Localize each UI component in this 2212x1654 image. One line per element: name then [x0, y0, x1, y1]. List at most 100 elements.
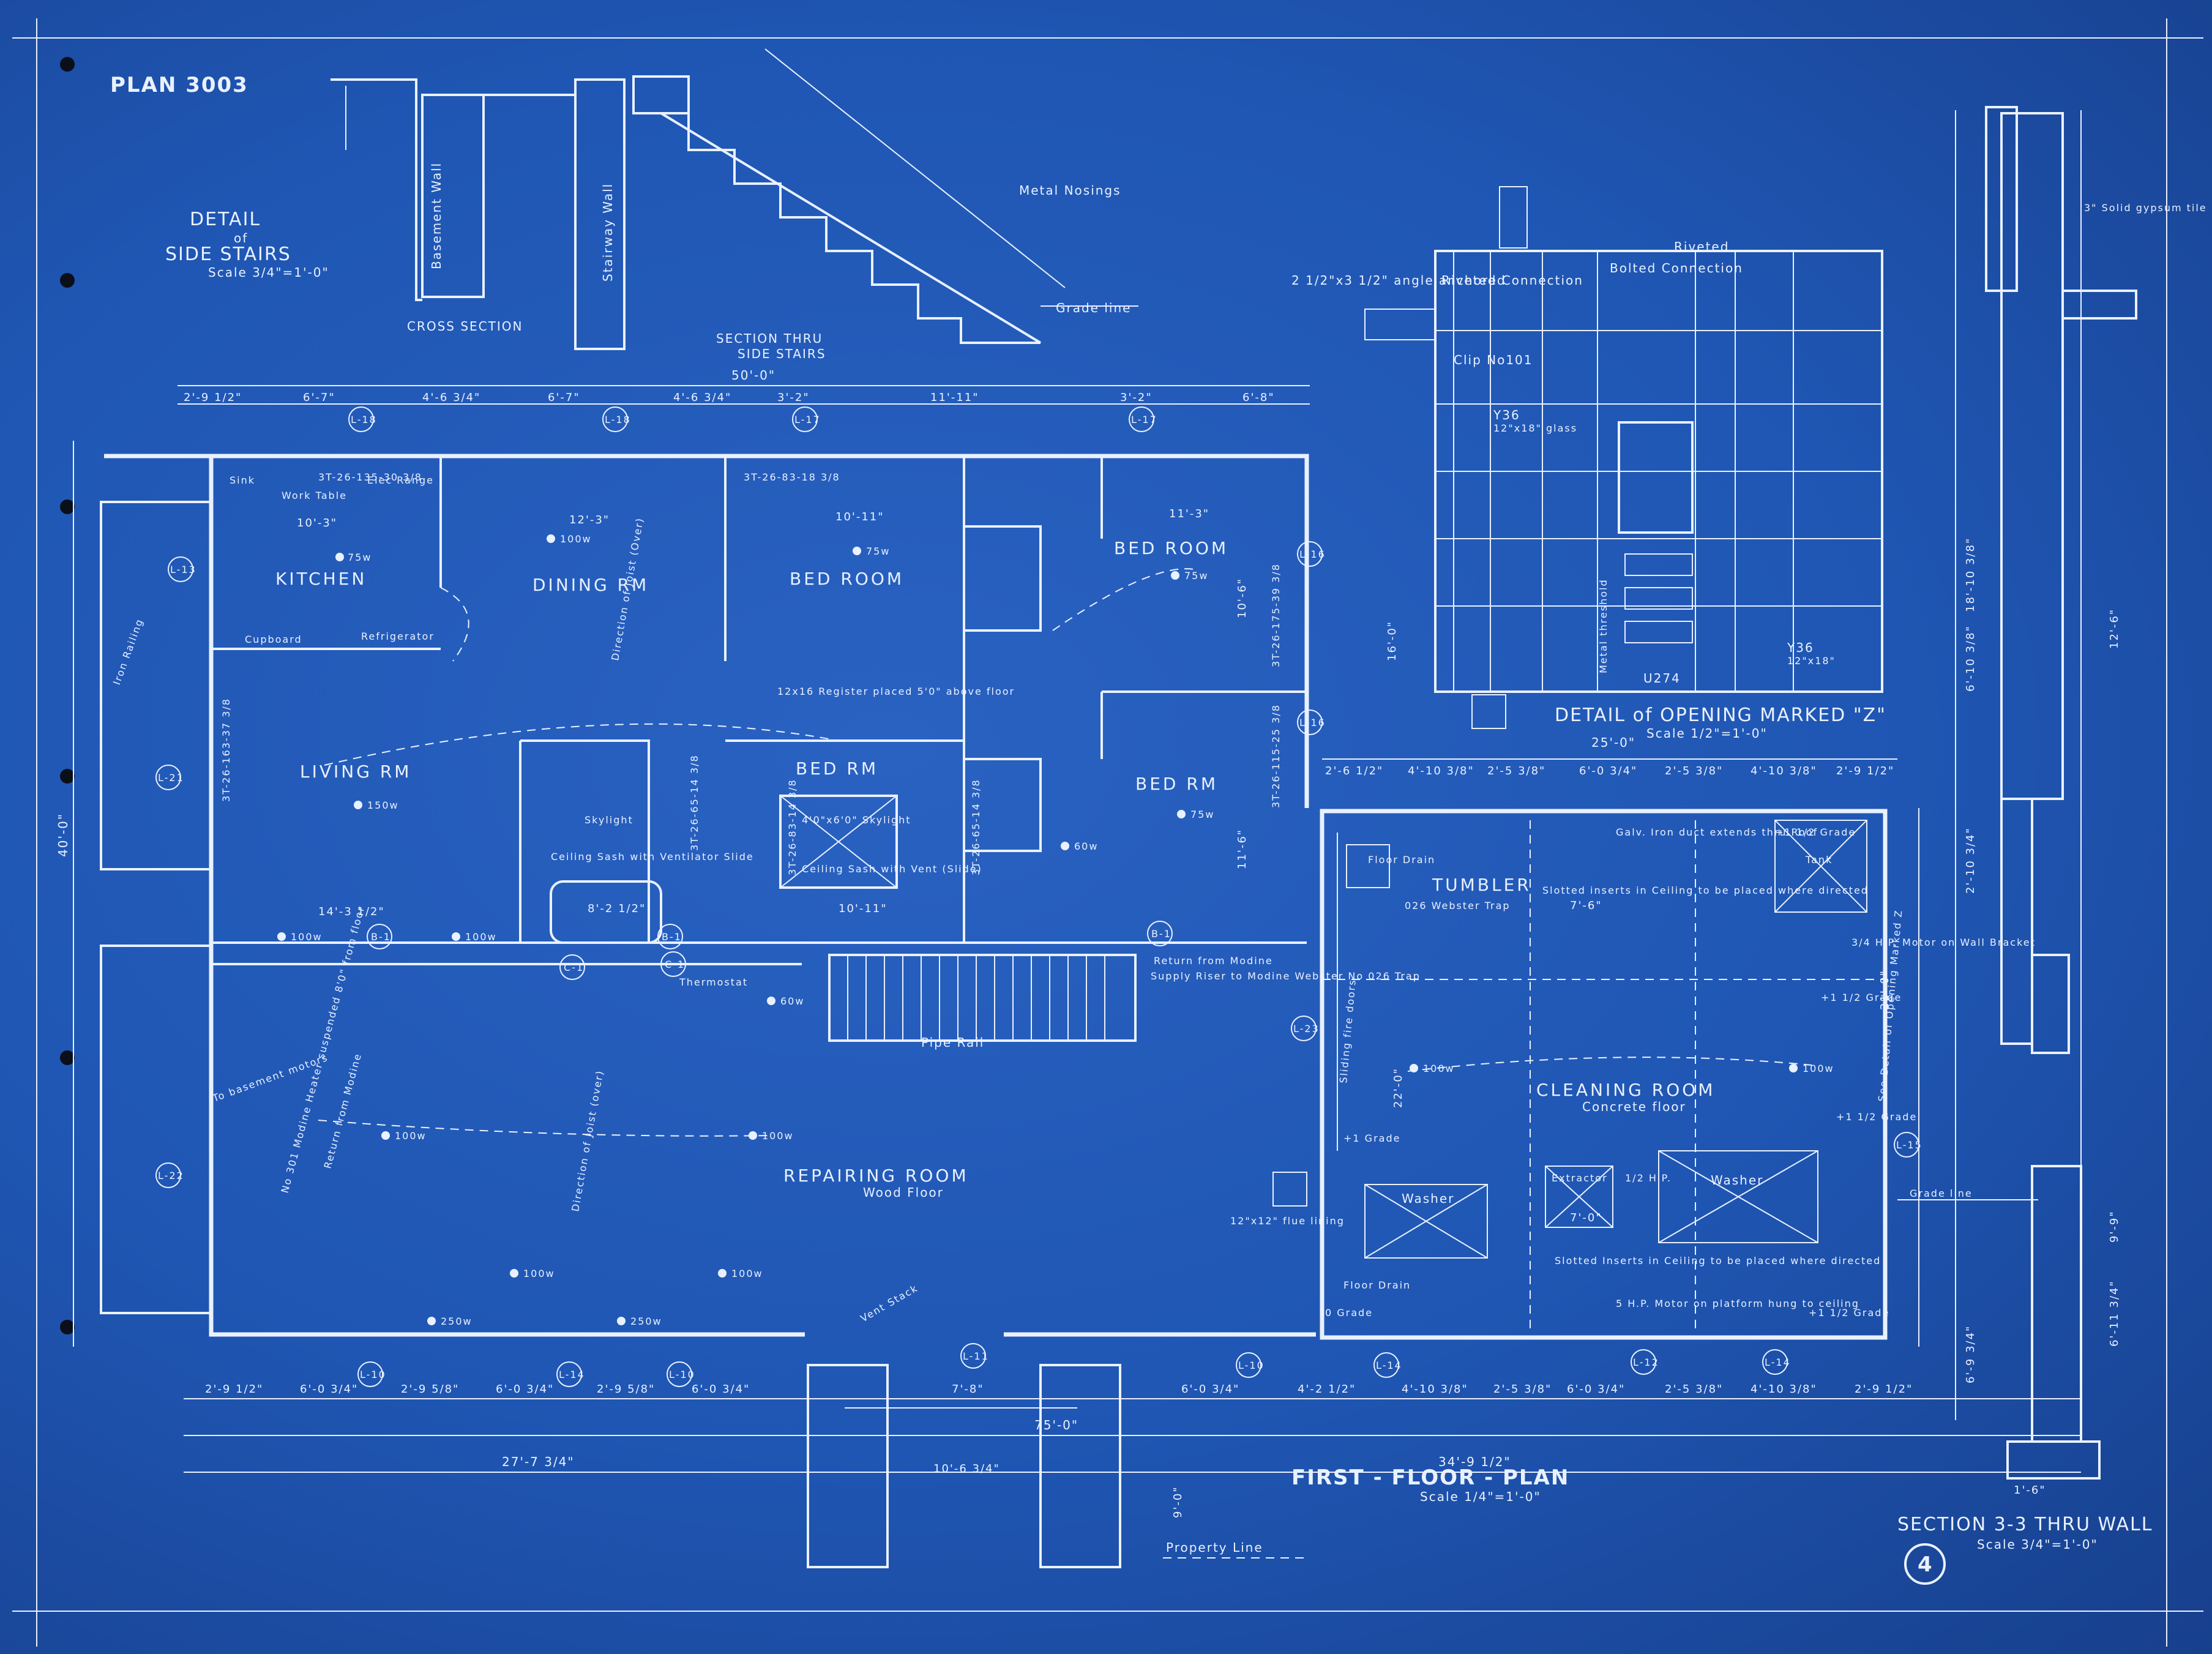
fixture-porch-1: 250w [441, 1315, 473, 1327]
room-dining: DINING RM [532, 575, 649, 595]
dim-section: 6'-11 3/4" [2108, 1280, 2121, 1347]
window-label: 3T-26-83-18 3/8 [744, 471, 840, 483]
washer-2-note: Washer [1711, 1173, 1763, 1188]
electrical-runs [318, 568, 1812, 1137]
mark-left: L-22 [158, 1170, 184, 1181]
floor-drain-1-note: Floor Drain [1368, 854, 1435, 866]
fixture-dining: 100w [560, 533, 592, 545]
grade-e-note: +1 Grade [1343, 1132, 1400, 1144]
window-label: 3T-26-65-14 3/8 [970, 779, 982, 875]
fixture-porch-2: 250w [630, 1315, 662, 1327]
extractor-hp-note: 1/2 H.P. [1625, 1172, 1672, 1184]
top-dimensions: 2'-9 1/2" 6'-7" 4'-6 3/4" 6'-7" 4'-6 3/4… [184, 391, 1275, 404]
ceiling-sash-small-note: Ceiling Sash with Ventilator Slide [551, 851, 754, 863]
mark-top: L-17 [1131, 414, 1157, 425]
mark-beam: C-1 [665, 959, 685, 970]
grade-line-b-label: Grade line [1910, 1188, 1973, 1199]
dim-top: 6'-8" [1242, 391, 1275, 404]
room-bed-3: BED RM [796, 758, 878, 779]
motor-bracket-note: 3/4 H.P. Motor on Wall Bracket [1851, 937, 2036, 948]
dim-section: 12'-6" [2108, 608, 2121, 649]
dim-cleaning: 2'-9 1/2" [1836, 765, 1894, 777]
return-modine-note: Return from Modine [322, 1052, 364, 1170]
flue-lining-note: 12"x12" flue lining [1230, 1215, 1345, 1227]
dim-bottom: 2'-9 5/8" [401, 1383, 459, 1396]
glass-label-b: 12"x18" [1787, 655, 1836, 667]
mark-beam: C-1 [564, 962, 584, 973]
mark-bottom: L-14 [1765, 1357, 1791, 1368]
dim-bottom: 4'-10 3/8" [1751, 1383, 1817, 1396]
mark-right: L-16 [1299, 548, 1326, 560]
tank-note: Tank [1805, 854, 1833, 866]
window-label: 3T-26-83-14 3/8 [787, 779, 798, 875]
riveted-label: Riveted [1674, 239, 1729, 254]
floor-plan-walls [100, 454, 1888, 1568]
grade-a-note: +1 1/2 Grade [1775, 826, 1856, 838]
angle-anchored-label: 2 1/2"x3 1/2" angle anchored [1291, 273, 1506, 288]
room-bed-2: BED ROOM [1114, 538, 1228, 558]
overall-width-dim: 50'-0" [731, 368, 775, 383]
dim-section: 1'-6" [2014, 1484, 2046, 1497]
dim-interior: 12'-3" [569, 514, 610, 526]
side-stairs-scale: Scale 3/4"=1'-0" [208, 265, 329, 280]
dim-bottom: 6'-0 3/4" [1567, 1383, 1625, 1396]
sheet-number-circle [1904, 1543, 1946, 1585]
dim-interior: 9'-0" [1171, 1486, 1184, 1518]
dim-bottom: 2'-5 3/8" [1493, 1383, 1552, 1396]
grade-d-note: +1 1/2 Grade [1809, 1307, 1889, 1319]
mark-left: L-13 [170, 564, 196, 575]
room-living: LIVING RM [300, 762, 411, 782]
mark-top: L-18 [351, 414, 377, 425]
supply-riser-note: Supply Riser to Modine Webster No 026 Tr… [1151, 970, 1421, 982]
fixture-clean-1: 100w [1423, 1063, 1455, 1074]
modine-heater-note: No 301 Modine Heater suspended 8'0" from… [279, 904, 367, 1194]
ceiling-sash-note: Ceiling Sash with Vent (Slide) [802, 863, 982, 875]
floor-drain-2-note: Floor Drain [1343, 1279, 1411, 1291]
u274-label: U274 [1643, 671, 1681, 686]
grade-c-note: +1 1/2 Grade [1836, 1111, 1917, 1123]
metal-threshold-label: Metal threshold [1597, 578, 1609, 673]
dim-interior: 10'-11" [839, 902, 887, 915]
slotted-bottom-note: Slotted Inserts in Ceiling to be placed … [1555, 1255, 1881, 1267]
floor-plan-title: FIRST - FLOOR - PLAN [1291, 1465, 1569, 1490]
section-thru-label: SECTION THRU [716, 331, 823, 346]
mark-beam: B-1 [1151, 928, 1171, 940]
mark-bottom: L-12 [1633, 1357, 1659, 1368]
dim-section: 9'-9" [2108, 1210, 2121, 1243]
sink-note: Sink [230, 474, 255, 486]
dim-section: 6'-9 3/4" [1964, 1325, 1977, 1383]
dim-top: 4'-6 3/4" [422, 391, 480, 404]
dim-bottom: 2'-9 5/8" [597, 1383, 655, 1396]
dim-interior: 8'-2 1/2" [588, 902, 646, 915]
y36-label-a: Y36 [1493, 408, 1520, 422]
sliding-doors-note: Sliding fire doors [1337, 978, 1358, 1083]
dim-interior: 10'-3" [297, 517, 337, 530]
dim-cleaning: 4'-10 3/8" [1408, 765, 1474, 777]
plan-notes: Sink Work Table Elec Range Cupboard Refr… [111, 474, 2036, 1324]
dim-top: 2'-9 1/2" [184, 391, 242, 404]
refrigerator-note: Refrigerator [361, 631, 435, 642]
fixture-repair-2: 100w [762, 1130, 794, 1142]
dim-bottom: 6'-0 3/4" [692, 1383, 750, 1396]
wall-section-title: SECTION 3-3 THRU WALL [1897, 1514, 2153, 1535]
light-fixtures: 75w 100w 75w 75w 150w 75w 60w 100w 100w … [277, 533, 1833, 1327]
dim-75: 75'-0" [1034, 1418, 1078, 1432]
fixture-hall-1: 100w [291, 931, 323, 943]
fixture-living: 150w [367, 799, 399, 811]
side-stairs-detail: DETAIL of SIDE STAIRS Scale 3/4"=1'-0" B… [165, 48, 1138, 361]
metal-nosings-label: Metal Nosings [1019, 183, 1121, 198]
dim-interior: 7'-6" [1570, 899, 1602, 912]
mark-beam: B-1 [662, 931, 682, 943]
room-repairing: REPAIRING ROOM [783, 1166, 969, 1186]
fixture-stair: 60w [780, 995, 804, 1007]
dim-bottom: 6'-0 3/4" [1181, 1383, 1239, 1396]
room-tumbler: TUMBLER [1432, 875, 1531, 895]
opening-z-title: DETAIL of OPENING MARKED "Z" [1555, 705, 1886, 726]
bottom-dimensions: 2'-9 1/2" 6'-0 3/4" 2'-9 5/8" 6'-0 3/4" … [205, 1383, 1911, 1469]
dim-bottom: 7'-8" [952, 1383, 984, 1396]
cupboard-note: Cupboard [245, 634, 302, 645]
window-label: 3T-26-135-30 3/8 [318, 471, 422, 483]
grade-line-label: Grade line [1056, 301, 1131, 315]
